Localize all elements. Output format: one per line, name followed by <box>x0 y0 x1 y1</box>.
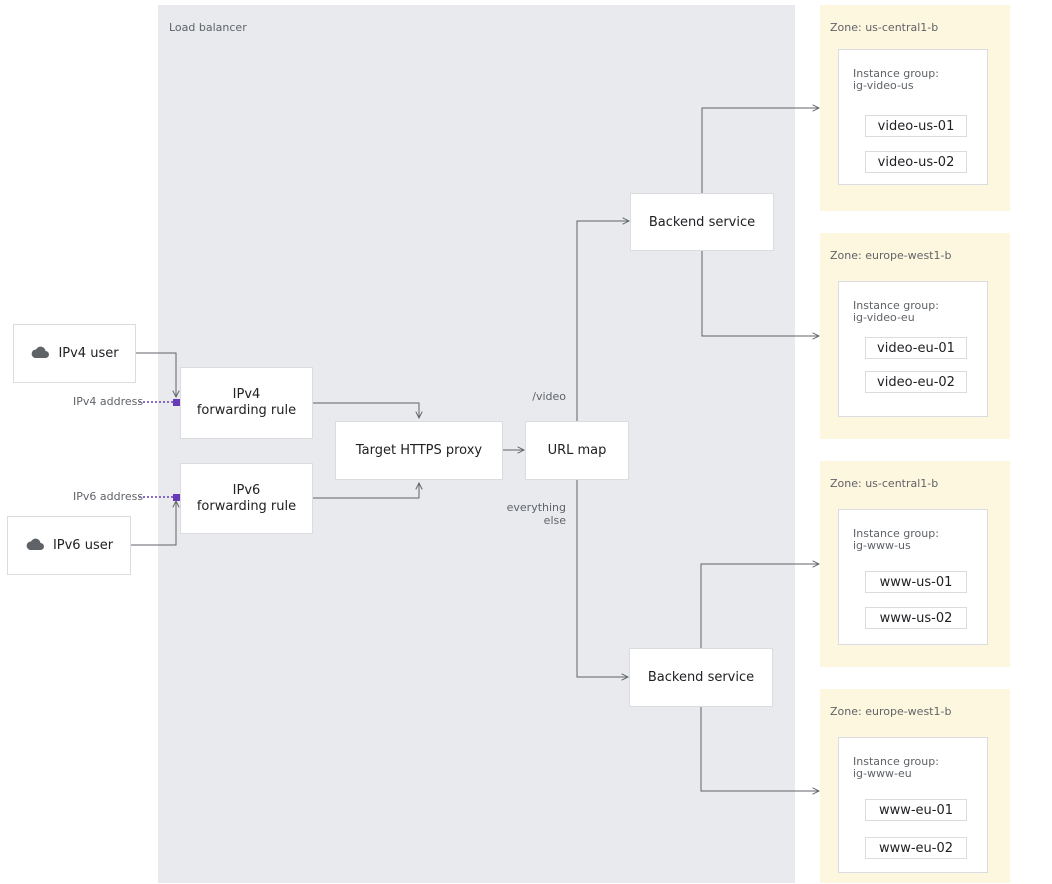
ipv6-address-marker <box>173 494 180 501</box>
instance-node[interactable]: video-eu-01 <box>865 337 967 359</box>
video-route-label: /video <box>532 390 566 403</box>
zone-label: Zone: europe-west1-b <box>830 249 952 262</box>
zone-label: Zone: us-central1-b <box>830 477 939 490</box>
ipv4-user-node[interactable]: IPv4 user <box>13 324 136 383</box>
ipv4-address-label: IPv4 address <box>73 395 144 408</box>
instance-node[interactable]: www-us-02 <box>865 607 967 629</box>
instance-group-title: Instance group: ig-www-us <box>853 528 939 552</box>
zone-europe-west1-video: Zone: europe-west1-b Instance group: ig-… <box>820 233 1010 439</box>
instance-group-name: ig-www-eu <box>853 767 912 780</box>
instance-group-box: Instance group: ig-www-eu www-eu-01 www-… <box>838 737 988 873</box>
video-backend-service-node[interactable]: Backend service <box>630 193 774 251</box>
instance-group-box: Instance group: ig-www-us www-us-01 www-… <box>838 509 988 645</box>
ipv4-forwarding-rule-line1: IPv4 <box>232 387 261 402</box>
ipv4-forwarding-rule-node[interactable]: IPv4 forwarding rule <box>180 367 313 439</box>
target-https-proxy-node[interactable]: Target HTTPS proxy <box>335 421 503 480</box>
zone-us-central1-video: Zone: us-central1-b Instance group: ig-v… <box>820 5 1010 211</box>
zone-us-central1-www: Zone: us-central1-b Instance group: ig-w… <box>820 461 1010 667</box>
instance-group-heading: Instance group: <box>853 299 939 312</box>
ipv6-forwarding-rule-node[interactable]: IPv6 forwarding rule <box>180 463 313 534</box>
default-route-label-line1: everything <box>506 501 566 514</box>
instance-group-title: Instance group: ig-video-eu <box>853 300 939 324</box>
ipv6-rule-to-proxy-line <box>313 483 419 499</box>
instance-group-heading: Instance group: <box>853 755 939 768</box>
www-backend-to-us-zone-line <box>700 564 819 648</box>
instance-node[interactable]: www-eu-01 <box>865 799 967 821</box>
urlmap-to-www-backend-line <box>576 479 628 677</box>
video-backend-to-us-zone-line <box>701 108 819 193</box>
instance-group-name: ig-www-us <box>853 539 911 552</box>
ipv6-forwarding-rule-line2: forwarding rule <box>196 498 297 514</box>
instance-group-box: Instance group: ig-video-us video-us-01 … <box>838 49 988 185</box>
ipv4-rule-to-proxy-line <box>313 402 419 418</box>
load-balancer-label: Load balancer <box>169 21 247 34</box>
zone-europe-west1-www: Zone: europe-west1-b Instance group: ig-… <box>820 689 1010 883</box>
url-map-node[interactable]: URL map <box>525 421 629 480</box>
video-backend-to-eu-zone-line <box>701 251 819 336</box>
instance-group-name: ig-video-eu <box>853 311 915 324</box>
zone-label: Zone: europe-west1-b <box>830 705 952 718</box>
instance-node[interactable]: www-eu-02 <box>865 837 967 859</box>
instance-group-box: Instance group: ig-video-eu video-eu-01 … <box>838 281 988 417</box>
instance-group-heading: Instance group: <box>853 67 939 80</box>
default-route-label: everything else <box>500 501 566 527</box>
ipv4-user-label: IPv4 user <box>58 346 119 361</box>
instance-group-title: Instance group: ig-www-eu <box>853 756 939 780</box>
instance-group-heading: Instance group: <box>853 527 939 540</box>
ipv6-forwarding-rule-line1: IPv6 <box>232 482 261 498</box>
instance-group-name: ig-video-us <box>853 79 914 92</box>
ipv6-address-label: IPv6 address <box>73 490 144 503</box>
instance-node[interactable]: video-us-02 <box>865 151 967 173</box>
urlmap-to-video-backend-line <box>576 221 629 422</box>
www-backend-service-node[interactable]: Backend service <box>629 648 773 707</box>
cloud-icon <box>30 345 50 363</box>
instance-group-title: Instance group: ig-video-us <box>853 68 939 92</box>
www-backend-to-eu-zone-line <box>700 706 819 791</box>
ipv6-user-node[interactable]: IPv6 user <box>7 516 131 575</box>
zone-label: Zone: us-central1-b <box>830 21 939 34</box>
ipv6-user-to-rule-line <box>131 501 176 546</box>
instance-node[interactable]: video-us-01 <box>865 115 967 137</box>
instance-node[interactable]: www-us-01 <box>865 571 967 593</box>
ipv4-user-to-rule-line <box>136 352 176 397</box>
ipv6-user-label: IPv6 user <box>52 538 114 553</box>
instance-node[interactable]: video-eu-02 <box>865 371 967 393</box>
ipv4-forwarding-rule-line2: forwarding rule <box>196 403 297 418</box>
ipv4-address-marker <box>173 399 180 406</box>
cloud-icon <box>25 537 45 555</box>
default-route-label-line2: else <box>543 514 566 527</box>
